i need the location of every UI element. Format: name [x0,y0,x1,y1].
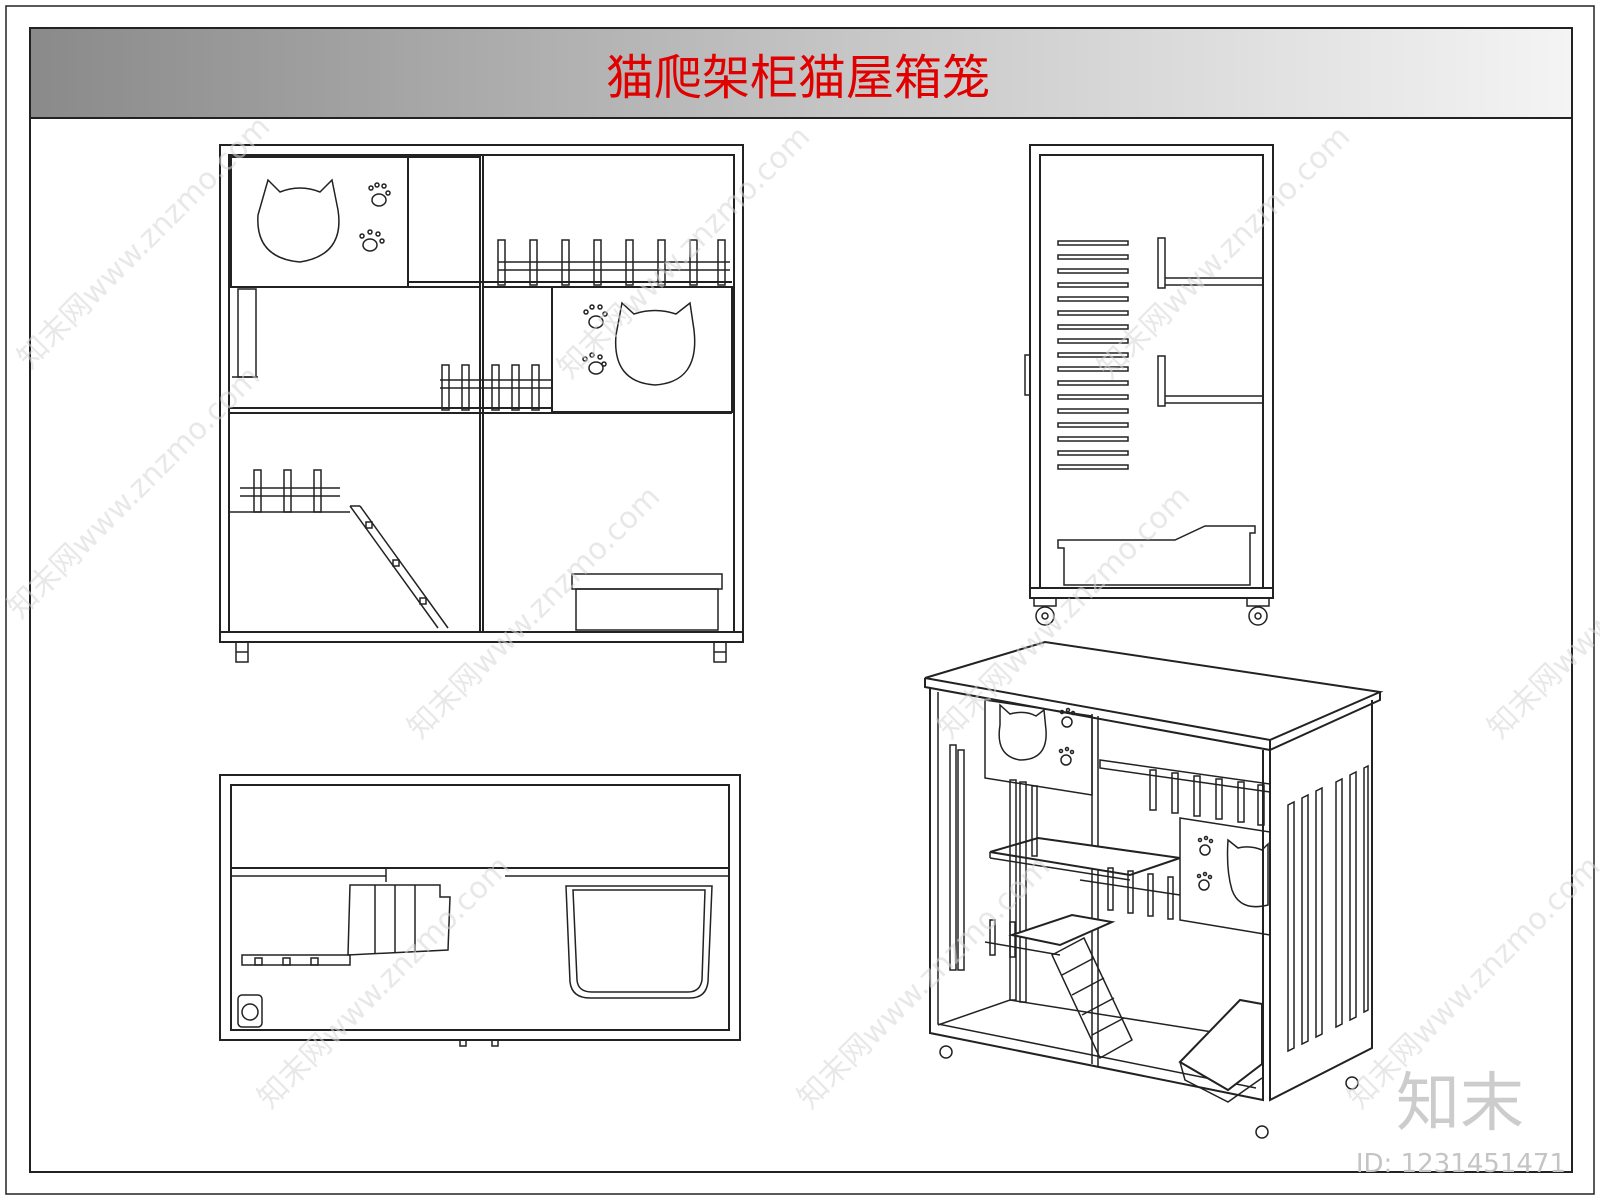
paw-print-icon [359,182,391,252]
side-view [1024,144,1274,626]
watermark-layer: 知末网www.znzmo.com 知末网www.znzmo.com 知末网www… [1,109,1600,1115]
railing [497,239,730,286]
watermark-text: 知末网www.znzmo.com [1,359,267,625]
page-title: 猫爬架柜猫屋箱笼 [606,50,990,106]
watermark-text: 知末网www.znzmo.com [1091,119,1357,385]
watermark-text: 知末网www.znzmo.com [401,479,667,745]
watermark-text: 知末网www.znzmo.com [251,849,517,1115]
vent-slots [1057,240,1129,470]
cat-head-cutout [257,178,340,263]
watermark-text: 知末网www.znzmo.com [791,849,1057,1115]
brand-logo: 知末 [1396,1067,1524,1141]
caster-wheel [1033,597,1270,626]
caster-wheel [939,1045,1359,1139]
outer-frame [5,5,1595,1195]
isometric-view [924,640,1384,1139]
front-view [219,144,744,663]
watermark-text: 知末网www.znzmo.com [1481,479,1600,745]
cat-head-cutout [614,301,696,386]
watermark-text: 知末网www.znzmo.com [11,109,277,375]
title-band [31,29,1571,118]
inner-frame [29,27,1573,1173]
watermark-text: 知末网www.znzmo.com [551,119,817,385]
id-label: ID: 1231451471 [1356,1149,1566,1179]
plan-view [219,774,741,1047]
caster-wheel [235,641,727,663]
paw-print-icon [582,304,608,375]
